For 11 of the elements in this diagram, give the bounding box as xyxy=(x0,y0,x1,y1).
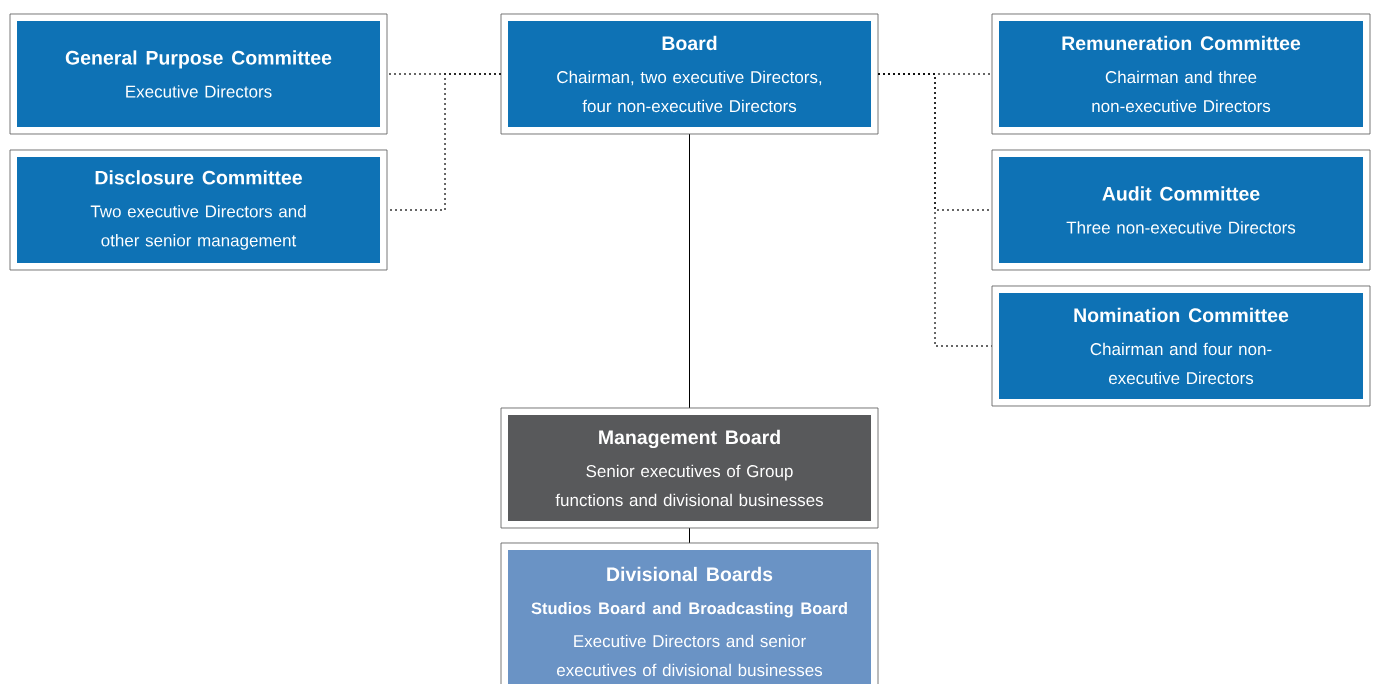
committee-box: General Purpose Committee Executive Directors xyxy=(9,13,388,135)
dotted-connector xyxy=(877,73,993,347)
connector-line xyxy=(689,133,690,409)
committee-box: Nomination Committee Chairman and four non-executive Directors xyxy=(991,285,1371,407)
committee-box: Board Chairman, two executive Directors, four non-executive Directors xyxy=(500,13,879,135)
committee-box: Audit Committee Three non-executive Directors xyxy=(991,149,1371,271)
committee-box: Disclosure Committee Two executive Directors and other senior management xyxy=(9,149,388,271)
committee-box: Divisional Boards Studios Board and Broadcasting Board Executive Directors and senior executives of divisional businesses xyxy=(500,542,879,684)
connector-line xyxy=(689,527,690,544)
committee-box: Remuneration Committee Chairman and three non-executive Directors xyxy=(991,13,1371,135)
committee-box: Management Board Senior executives of Group functions and divisional businesses xyxy=(500,407,879,529)
